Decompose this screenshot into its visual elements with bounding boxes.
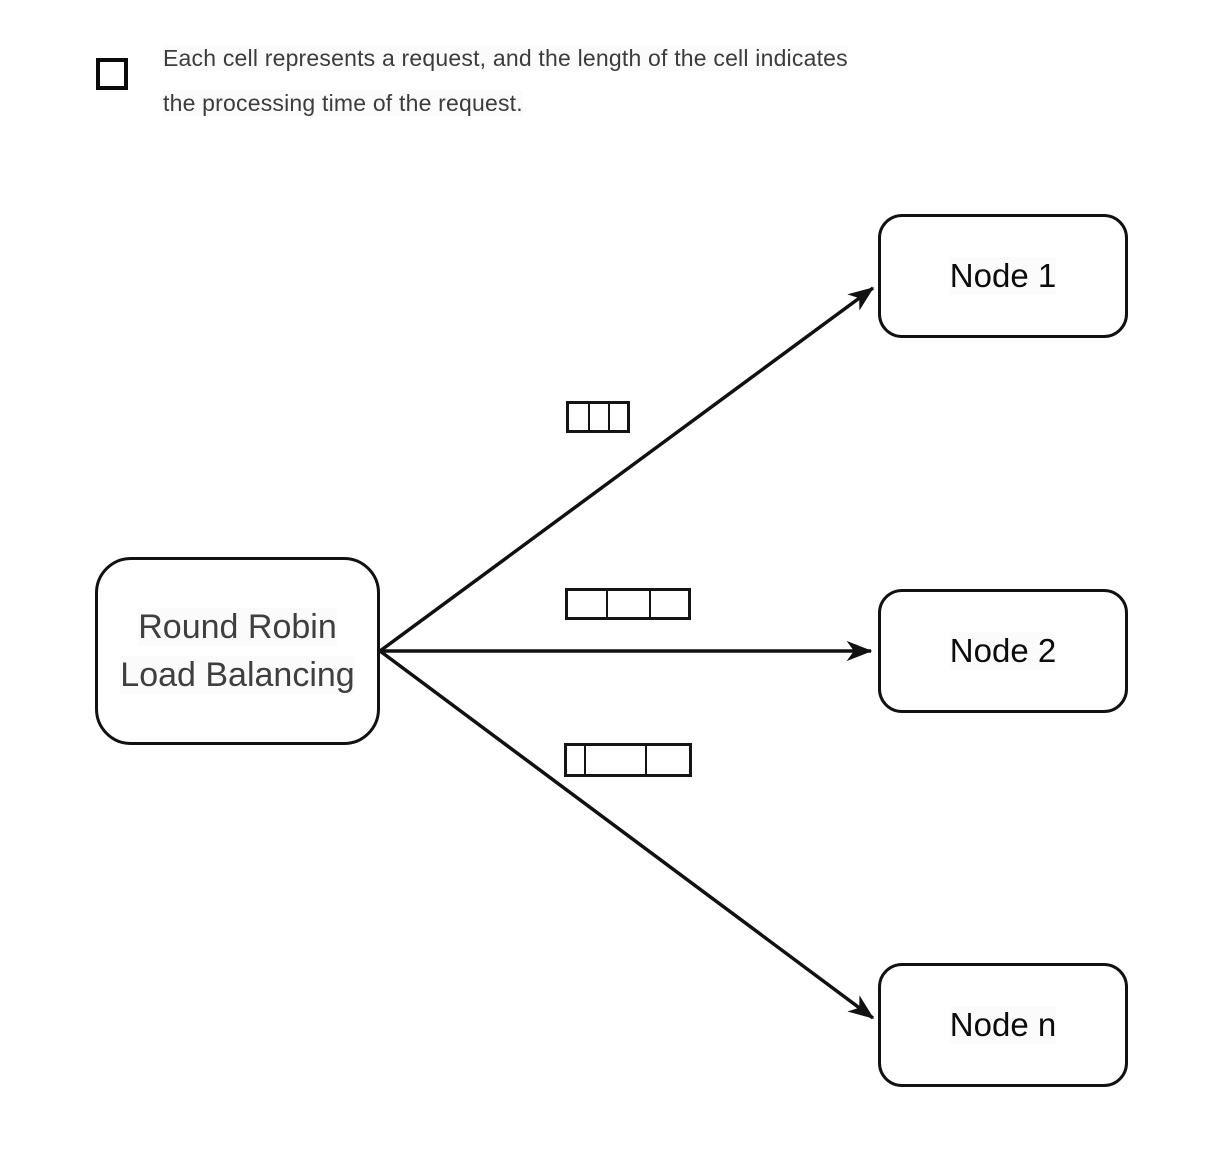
request-strip-node-2 (565, 588, 691, 620)
node-box-n: Node n (878, 963, 1128, 1087)
request-cell (606, 591, 649, 617)
request-cell (587, 404, 609, 430)
legend-caption-line-2: the processing time of the request. (163, 90, 523, 116)
source-box-round-robin: Round Robin Load Balancing (95, 557, 380, 745)
legend-caption: Each cell represents a request, and the … (163, 36, 848, 126)
request-cell (583, 746, 645, 774)
arrow-to-node-n (378, 649, 875, 1020)
node-2-label: Node 2 (949, 632, 1057, 670)
request-strip-node-1 (566, 401, 630, 433)
request-strip-node-n (564, 743, 692, 777)
node-n-label: Node n (949, 1006, 1057, 1044)
request-cell (568, 591, 607, 617)
request-cell (644, 746, 689, 774)
node-1-label: Node 1 (949, 257, 1057, 295)
node-box-2: Node 2 (878, 589, 1128, 713)
request-cell (648, 591, 688, 617)
request-cell (608, 404, 627, 430)
source-label-line-2: Load Balancing (120, 656, 355, 694)
request-cell (567, 746, 584, 774)
legend-caption-line-1: Each cell represents a request, and the … (163, 45, 848, 71)
source-label-line-1: Round Robin (138, 608, 337, 646)
cell-square-icon (96, 58, 128, 90)
node-box-1: Node 1 (878, 214, 1128, 338)
request-cell (569, 404, 588, 430)
